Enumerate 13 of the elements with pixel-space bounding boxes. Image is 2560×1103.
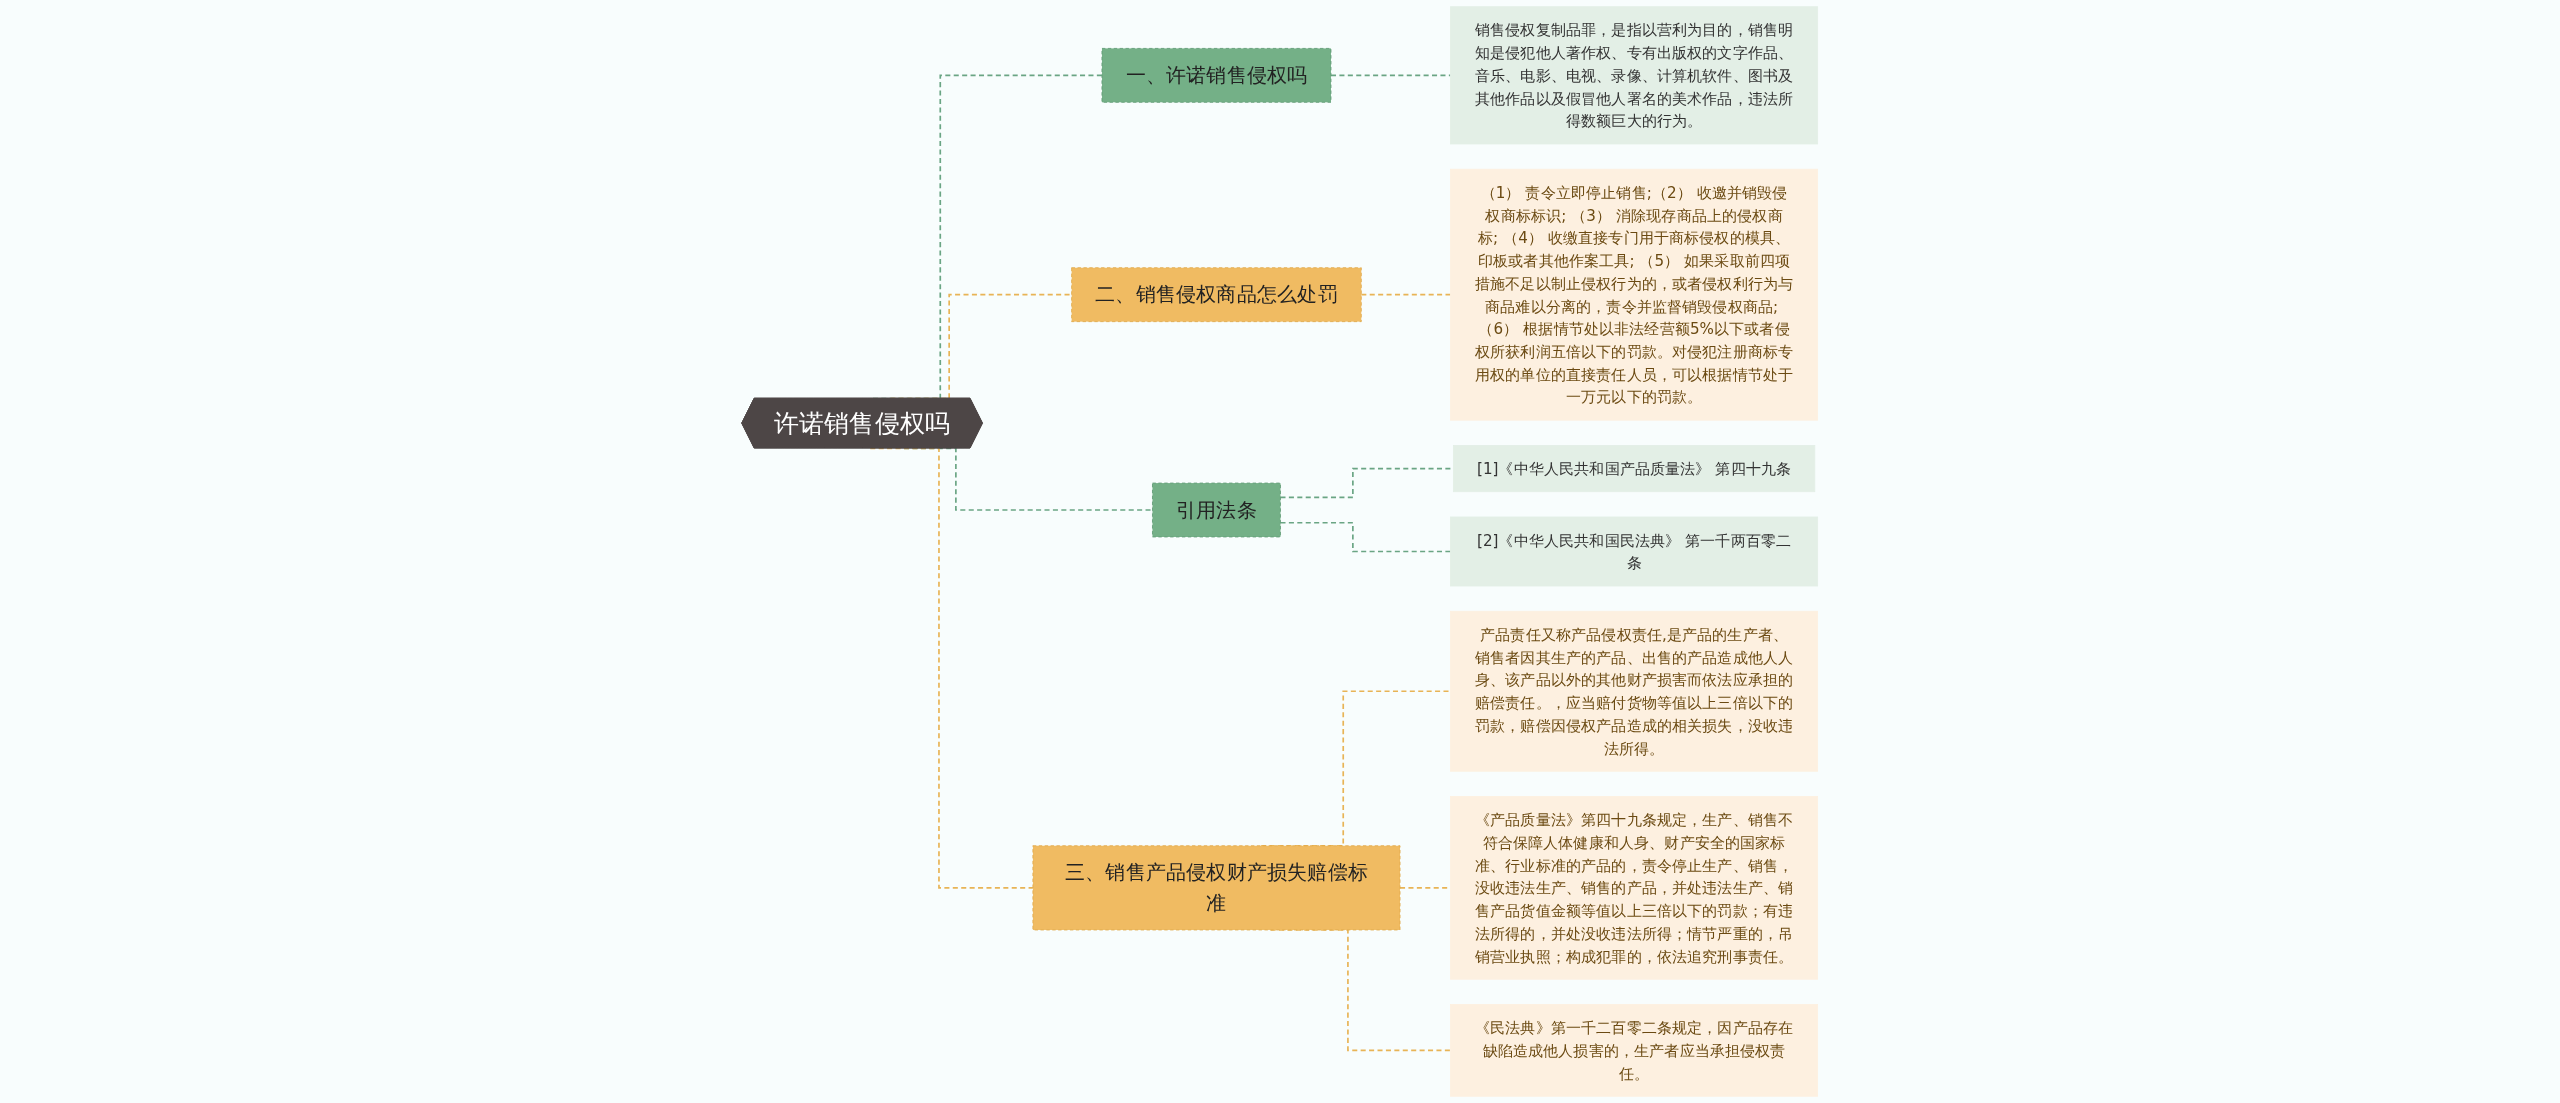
connector [1360,293,1452,296]
node-box: [2]《中华人民共和国民法典》 第一千两百零二条 [1450,516,1819,587]
node-box: 《民法典》第一千二百零二条规定，因产品存在缺陷造成他人损害的，生产者应当承担侵权责任。 [1450,1004,1819,1097]
node-box: 引用法条 [1152,482,1282,538]
node-box: 一、许诺销售侵权吗 [1101,48,1332,103]
node-box: 销售侵权复制品罪，是指以营利为目的，销售明知是侵犯他人著作权、专有出版权的文字作品、音乐、电影、电视、录像、计算机软件、图书及其他作品以及假冒他人署名的美术作品，违法所得数额巨大的行为。 [1450,6,1819,145]
node-box: 产品责任又称产品侵权责任,是产品的生产者、销售者因其生产的产品、出售的产品造成他人人身、该产品以外的其他财产损害而依法应承担的赔偿责任。，应当赔付货物等值以上三倍以下的罚款，赔偿因侵权产品造成的相关损失，没收违法所得。 [1450,610,1819,772]
node-box: （1） 责令立即停止销售;（2） 收邀并销毁侵权商标标识; （3） 消除现存商品上的侵权商标; （4） 收缴直接专门用于商标侵权的模具、印板或者其他作案工具; （5） 如果采取前四项措施不足以制止侵权行为的，或者侵权利行为与商品难以分离的，责令并监督销毁侵权商品; （6） 根据情节处以非法经营额5%以下或者侵权所获利润五倍以下的罚款。对侵犯注册商标专用权的单位的直接责任人员，可以根据情节处于一万元以下的罚款。 [1450,168,1819,421]
node-box: 《产品质量法》第四十九条规定，生产、销售不符合保障人体健康和人身、财产安全的国家标准、行业标准的产品的，责令停止生产、销售，没收违法生产、销售的产品，并处违法生产、销售产品货值金额等值以上三倍以下的罚款；有违法所得的，并处没收违法所得；情节严重的，吊销营业执照；构成犯罪的，依法追究刑事责任。 [1450,796,1819,980]
node-box: 三、销售产品侵权财产损失赔偿标准 [1032,845,1401,931]
connector [1279,521,1452,553]
connector [1330,74,1452,77]
node-box: 二、销售侵权商品怎么处罚 [1071,267,1362,323]
